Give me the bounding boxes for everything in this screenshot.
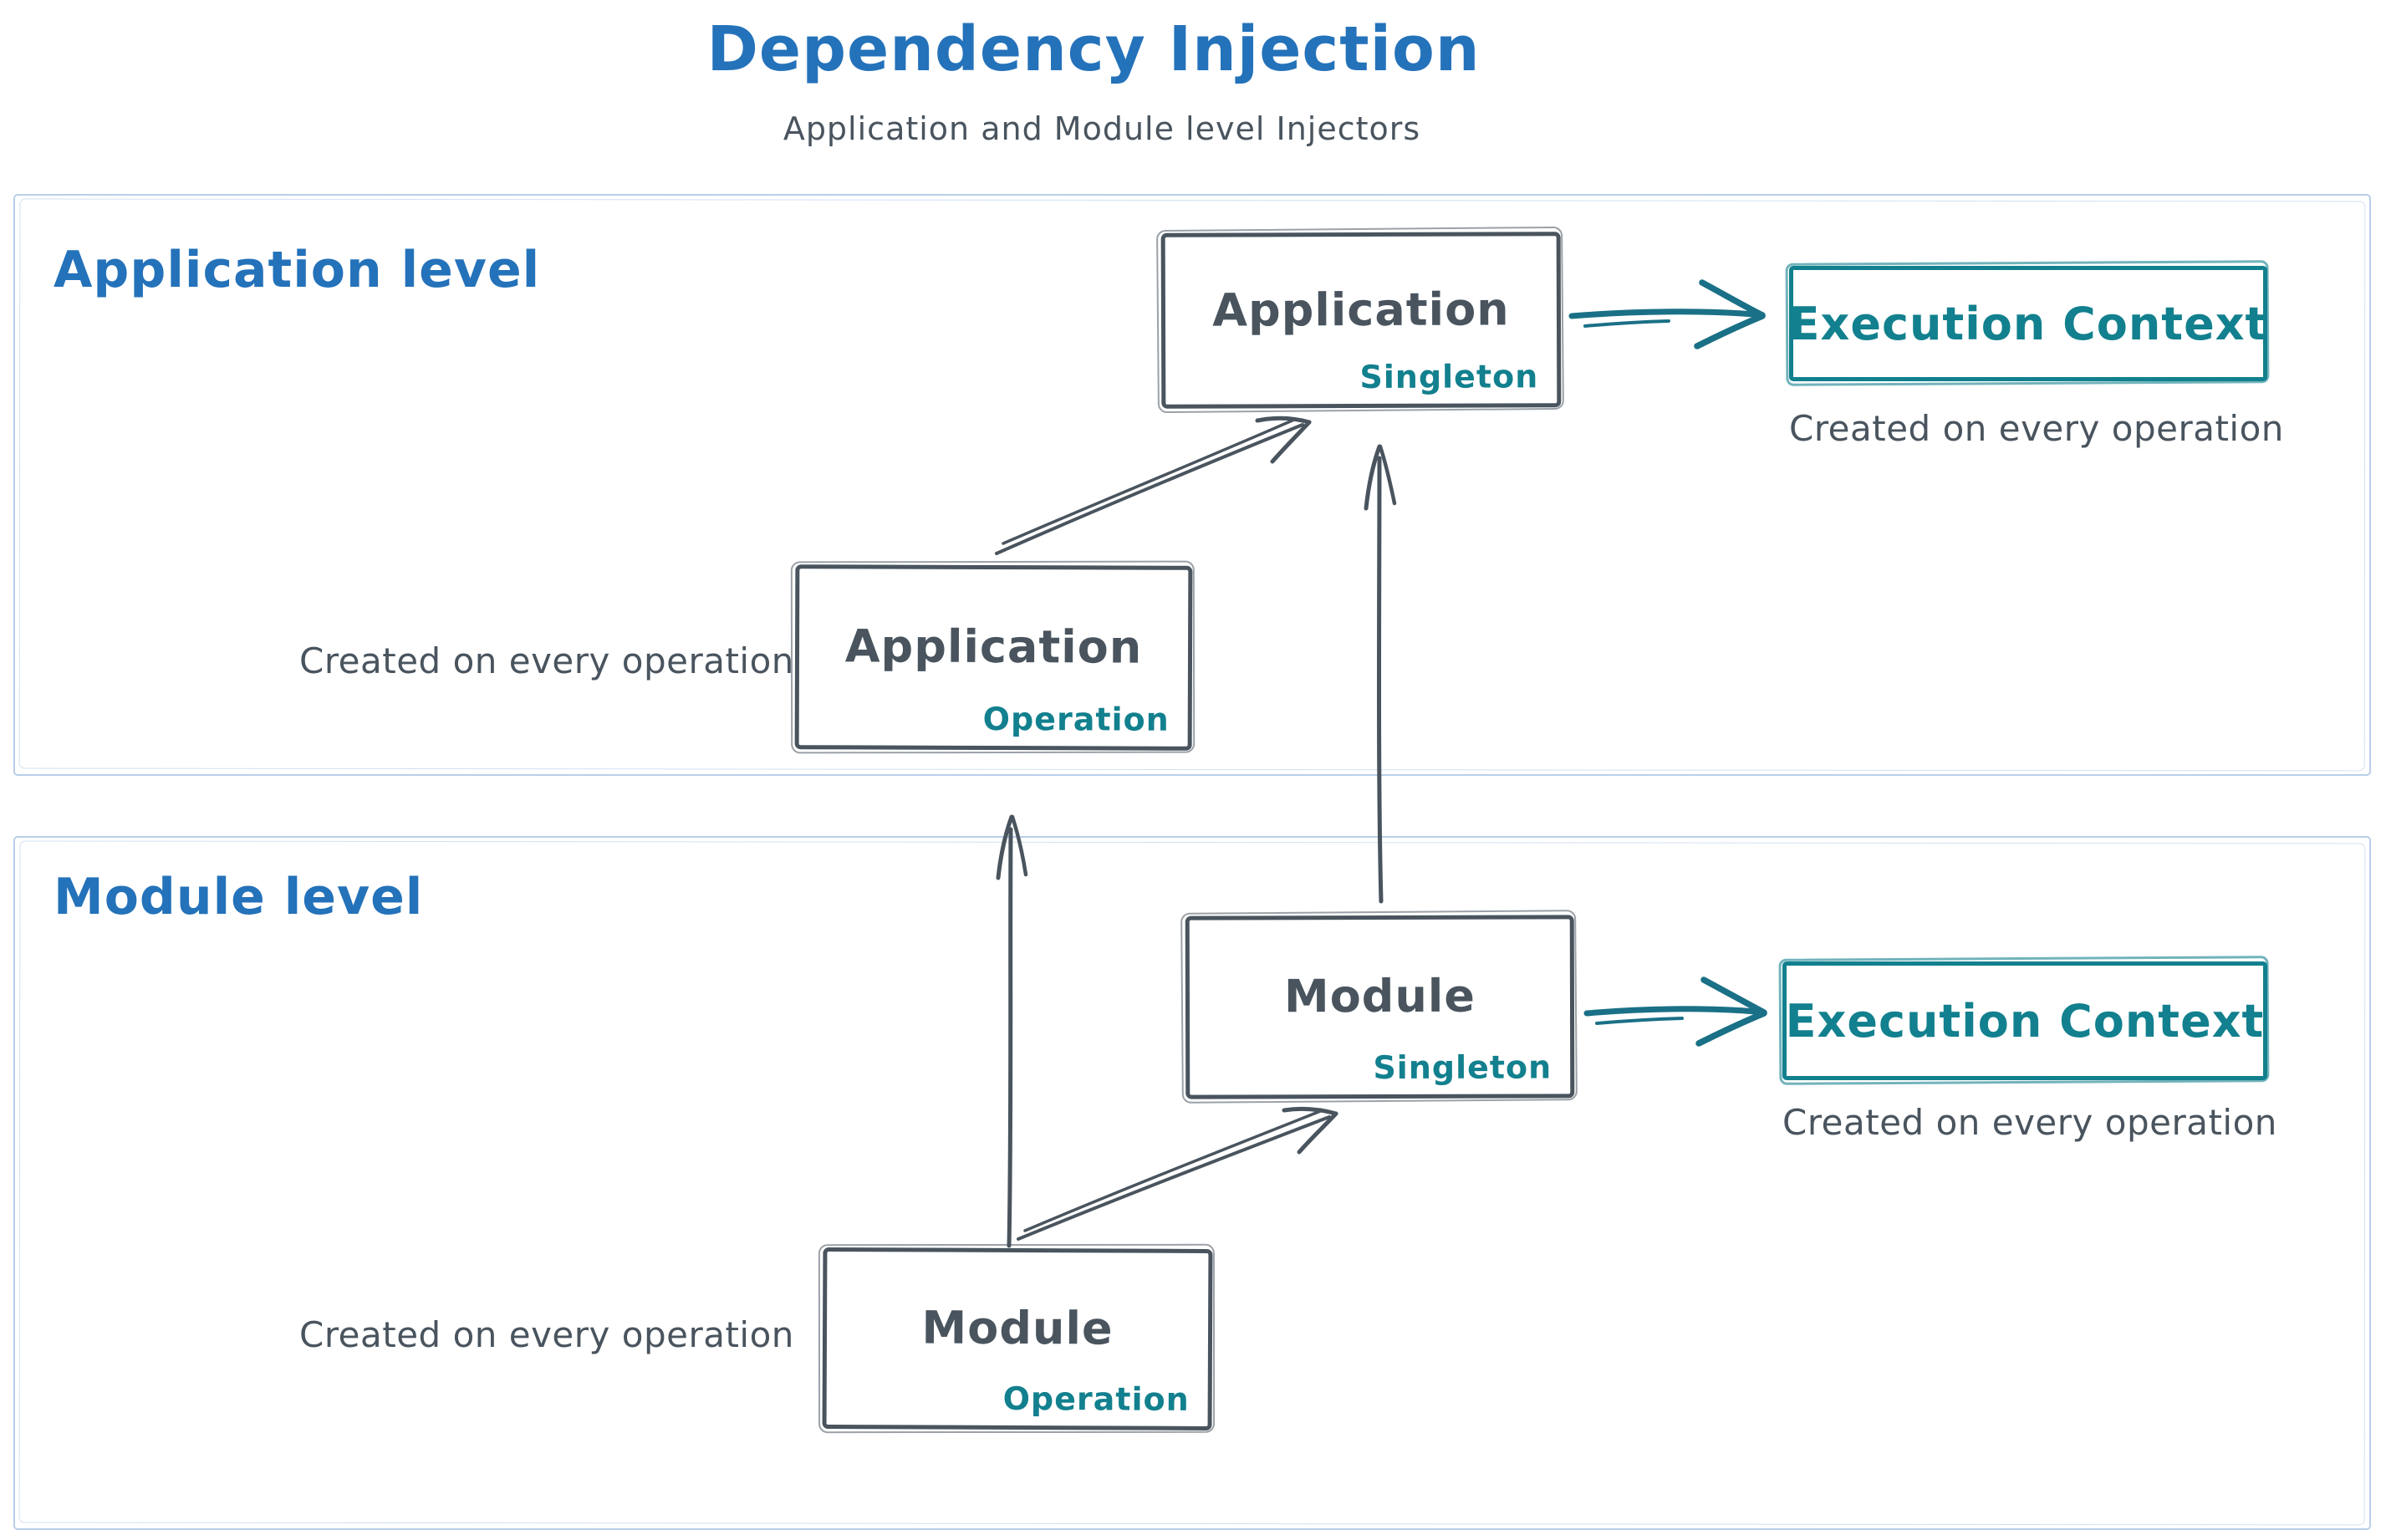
- application-execution-context-box: Execution Context: [1789, 266, 2267, 381]
- application-execution-context-caption: Created on every operation: [1789, 408, 2284, 449]
- application-level-frame: [13, 194, 2371, 776]
- application-level-label: Application level: [54, 241, 541, 299]
- application-operation-box: Application Operation: [794, 564, 1193, 751]
- application-operation-caption: Created on every operation: [299, 640, 794, 681]
- module-operation-caption: Created on every operation: [299, 1314, 794, 1355]
- application-operation-badge: Operation: [982, 700, 1170, 738]
- page-title: Dependency Injection: [706, 13, 1481, 85]
- application-singleton-badge: Singleton: [1359, 358, 1539, 396]
- module-singleton-box: Module Singleton: [1185, 915, 1575, 1099]
- module-operation-box: Module Operation: [822, 1247, 1213, 1431]
- application-execution-context-label: Execution Context: [1788, 297, 2268, 350]
- module-operation-title: Module: [921, 1301, 1114, 1355]
- module-operation-badge: Operation: [1002, 1379, 1190, 1418]
- page-subtitle: Application and Module level Injectors: [783, 110, 1421, 147]
- module-execution-context-caption: Created on every operation: [1782, 1102, 2277, 1143]
- module-singleton-badge: Singleton: [1373, 1048, 1552, 1087]
- module-execution-context-label: Execution Context: [1785, 994, 2265, 1048]
- application-singleton-title: Application: [1212, 282, 1510, 337]
- application-operation-title: Application: [844, 620, 1143, 674]
- module-level-frame: [13, 836, 2371, 1530]
- module-singleton-title: Module: [1283, 969, 1476, 1023]
- module-level-label: Module level: [54, 868, 424, 926]
- application-singleton-box: Application Singleton: [1160, 232, 1562, 409]
- module-execution-context-box: Execution Context: [1782, 961, 2267, 1080]
